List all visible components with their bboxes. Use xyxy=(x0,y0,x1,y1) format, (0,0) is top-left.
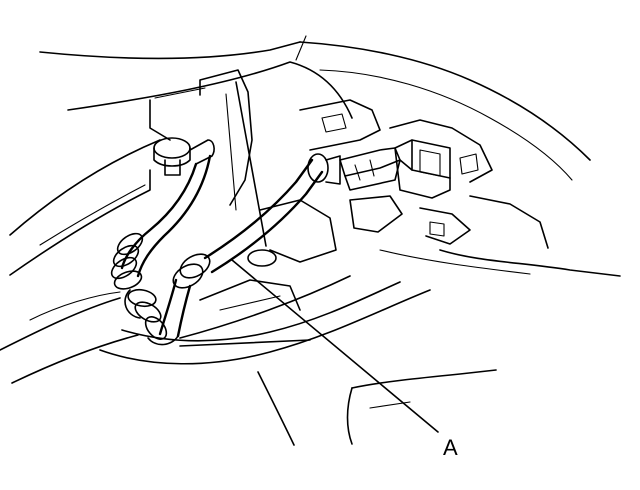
callout-label-a: A xyxy=(443,435,458,460)
fender-panel xyxy=(0,139,161,384)
bracket xyxy=(149,69,253,211)
engine-compartment xyxy=(247,99,621,277)
corrugated-hose xyxy=(110,154,212,346)
lower-frame xyxy=(99,275,497,446)
ac-line-a xyxy=(158,153,341,338)
hose-fitting xyxy=(153,137,215,176)
connector-block xyxy=(339,139,451,199)
callout-leader xyxy=(231,81,439,433)
upper-body-panel xyxy=(39,35,591,181)
